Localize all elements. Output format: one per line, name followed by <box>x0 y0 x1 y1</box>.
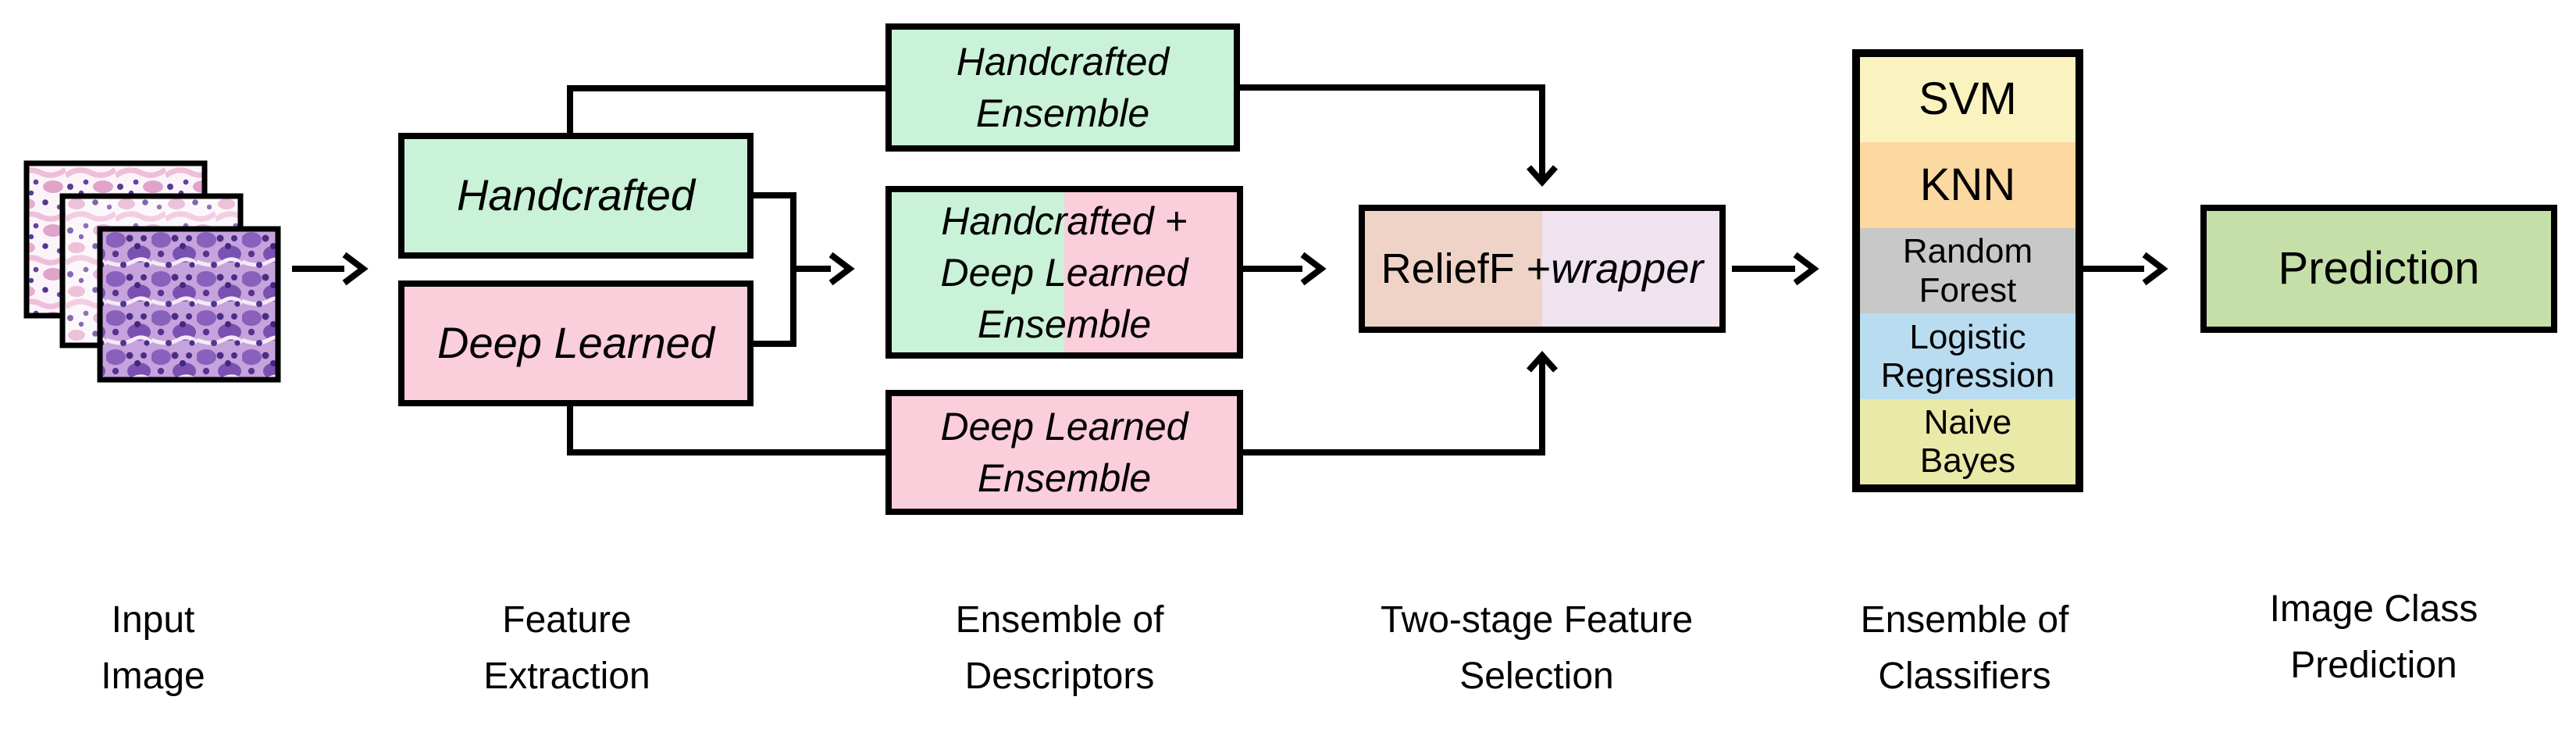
stage-feature-selection-line2: Selection <box>1459 656 1614 697</box>
bracket-feature-merge <box>752 192 796 347</box>
stage-prediction-line2: Prediction <box>2290 645 2457 686</box>
deep-learned-ensemble-box: Deep Learned Ensemble <box>885 390 1243 515</box>
handcrafted-ensemble-line1: Handcrafted <box>956 40 1170 84</box>
stage-prediction-line1: Image Class <box>2269 588 2478 630</box>
logistic-regression-line2: Regression <box>1880 355 2055 395</box>
naive-bayes-line2: Bayes <box>1919 441 2016 481</box>
classifier-row-naive-bayes: Naive Bayes <box>1860 398 2075 485</box>
arrow-combined-ensemble-to-feature-selection <box>1243 252 1327 286</box>
deep-learned-ensemble-line1: Deep Learned <box>940 405 1188 448</box>
histology-image-back <box>23 160 208 319</box>
random-forest-line2: Forest <box>1919 270 2017 309</box>
arrow-feature-selection-to-classifiers <box>1732 252 1819 286</box>
classifier-row-knn: KNN <box>1860 142 2075 228</box>
relieff-lilac-half <box>1542 211 1719 327</box>
arrow-input-to-feature-extraction <box>292 252 369 286</box>
stage-feature-extraction-line1: Feature <box>502 599 632 641</box>
naive-bayes-line1: Naive <box>1923 403 2012 442</box>
stage-classifiers-line1: Ensemble of <box>1860 599 2069 641</box>
handcrafted-label: Handcrafted <box>456 170 696 220</box>
prediction-label: Prediction <box>2278 243 2480 295</box>
handcrafted-features-box: Handcrafted <box>398 133 754 259</box>
stage-input-line2: Image <box>101 656 205 697</box>
relieff-clay-half <box>1365 211 1542 327</box>
rail-handcrafted-to-handcrafted-ensemble <box>567 85 885 134</box>
combined-ensemble-line2: Deep Learned <box>940 250 1188 295</box>
combined-ensemble-box: Handcrafted + Deep Learned Ensemble <box>885 186 1243 359</box>
stage-label-ensemble-of-classifiers: Ensemble of Classifiers <box>1762 592 2168 705</box>
combined-ensemble-pink-half <box>1064 192 1237 352</box>
random-forest-line1: Random <box>1902 232 2033 271</box>
arrow-merge-to-combined-ensemble <box>793 252 855 286</box>
knn-label: KNN <box>1919 159 2016 210</box>
stage-label-image-class-prediction: Image Class Prediction <box>2171 581 2576 694</box>
stage-descriptors-line2: Descriptors <box>964 656 1155 697</box>
feature-selection-box: ReliefF + wrapper <box>1359 205 1726 333</box>
stage-classifiers-line2: Classifiers <box>1878 656 2051 697</box>
handcrafted-ensemble-line2: Ensemble <box>975 91 1150 135</box>
wrapper-label: wrapper <box>1551 245 1704 292</box>
prediction-box: Prediction <box>2200 205 2557 333</box>
histology-image-middle <box>59 193 244 348</box>
deep-learned-features-box: Deep Learned <box>398 280 754 406</box>
stage-descriptors-line1: Ensemble of <box>955 599 1164 641</box>
classifier-row-svm: SVM <box>1860 57 2075 143</box>
arrow-classifiers-to-prediction <box>2083 252 2168 286</box>
histology-image-stack <box>23 160 281 383</box>
rail-handcrafted-ensemble-to-feature-selection <box>1240 84 1558 187</box>
stage-feature-extraction-line2: Extraction <box>483 656 650 697</box>
relieff-label: ReliefF + <box>1381 245 1552 292</box>
classifier-row-random-forest: Random Forest <box>1860 227 2075 314</box>
rail-deep-learned-ensemble-to-feature-selection <box>1243 351 1558 456</box>
classifier-stack: SVM KNN Random Forest Logistic Regressio… <box>1852 49 2083 492</box>
deep-learned-ensemble-line2: Ensemble <box>977 456 1152 500</box>
stage-label-feature-extraction: Feature Extraction <box>364 592 770 705</box>
combined-ensemble-line1: Handcrafted + <box>941 198 1188 243</box>
deep-learned-label: Deep Learned <box>437 318 714 368</box>
stage-label-ensemble-of-descriptors: Ensemble of Descriptors <box>857 592 1263 705</box>
stage-feature-selection-line1: Two-stage Feature <box>1380 599 1694 641</box>
stage-label-input-image: Input Image <box>0 592 356 705</box>
stage-input-line1: Input <box>111 599 195 641</box>
logistic-regression-line1: Logistic <box>1909 317 2026 356</box>
stage-label-two-stage-feature-selection: Two-stage Feature Selection <box>1334 592 1740 705</box>
histology-image-front <box>97 226 281 383</box>
handcrafted-ensemble-box: Handcrafted Ensemble <box>885 23 1240 152</box>
svm-label: SVM <box>1919 73 2017 125</box>
classifier-row-logistic-regression: Logistic Regression <box>1860 313 2075 399</box>
combined-ensemble-line3: Ensemble <box>977 302 1152 346</box>
rail-deep-learned-to-deep-learned-ensemble <box>567 406 885 456</box>
combined-ensemble-green-half <box>892 192 1064 352</box>
